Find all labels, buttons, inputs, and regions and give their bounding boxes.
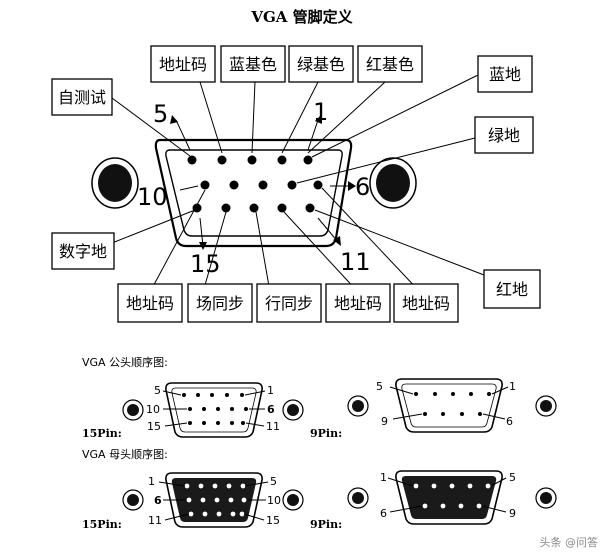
female15-num-15: 15	[266, 514, 280, 527]
svg-text:数字地: 数字地	[59, 242, 107, 261]
big-connector	[91, 138, 417, 248]
male9-num-6: 6	[506, 415, 513, 428]
female15-num-5: 5	[270, 475, 277, 488]
label-box-green-gnd: 绿地	[474, 116, 534, 154]
svg-text:蓝基色: 蓝基色	[229, 55, 277, 74]
diagram-title: VGA 管脚定义	[250, 8, 352, 26]
label-box-self-test: 自测试	[51, 78, 113, 116]
male-15pin-label: 15Pin:	[82, 427, 122, 440]
left-screw-icon	[91, 157, 139, 209]
label-box-addr4: 地址码	[393, 283, 459, 323]
svg-text:绿基色: 绿基色	[297, 55, 345, 74]
svg-text:地址码: 地址码	[402, 294, 450, 313]
female15-num-6: 6	[154, 494, 162, 507]
pin-number-1: 1	[313, 98, 328, 126]
leader-lines	[111, 74, 485, 293]
female-15pin-label: 15Pin:	[82, 518, 122, 531]
label-box-field-sync: 场同步	[187, 283, 253, 323]
female15-num-1: 1	[148, 475, 155, 488]
label-box-red-gnd: 红地	[483, 269, 541, 309]
pin-number-15: 15	[190, 250, 221, 278]
male15-num-10: 10	[146, 403, 160, 416]
pin-row-3	[192, 203, 315, 213]
svg-text:地址码: 地址码	[126, 294, 174, 313]
female9-num-6: 6	[380, 507, 387, 520]
male-15pin-connector	[122, 382, 304, 438]
female9-num-5: 5	[509, 471, 516, 484]
female-9pin-connector	[347, 470, 557, 525]
female15-num-10: 10	[267, 494, 281, 507]
male15-num-6: 6	[267, 403, 275, 416]
svg-text:场同步: 场同步	[196, 294, 244, 313]
male-9pin-connector	[347, 378, 557, 433]
svg-text:行同步: 行同步	[265, 294, 313, 313]
pin-row-2	[200, 180, 323, 190]
label-box-blue-base: 蓝基色	[220, 45, 286, 83]
svg-text:蓝地: 蓝地	[489, 65, 521, 84]
label-box-addr3: 地址码	[325, 283, 391, 323]
label-box-addr1: 地址码	[150, 45, 216, 83]
female15-num-11: 11	[148, 514, 162, 527]
female-15pin-connector	[122, 472, 304, 528]
label-box-line-sync: 行同步	[256, 283, 322, 323]
connector-shell	[154, 138, 353, 248]
label-box-addr2: 地址码	[117, 283, 183, 323]
watermark: 头条 @问答	[539, 536, 599, 549]
pin-number-6: 6	[355, 173, 370, 201]
label-box-digital-gnd: 数字地	[51, 232, 115, 270]
female-9pin-label: 9Pin:	[310, 518, 342, 531]
pin-number-5: 5	[153, 100, 168, 128]
male-9pin-label: 9Pin:	[310, 427, 342, 440]
pin-row-1	[187, 155, 313, 165]
male15-num-11: 11	[266, 420, 280, 433]
female9-num-1: 1	[380, 471, 387, 484]
male9-num-5: 5	[376, 380, 383, 393]
svg-text:红地: 红地	[496, 280, 528, 299]
label-box-green-base: 绿基色	[288, 45, 354, 83]
female-heading: VGA 母头顺序图:	[82, 447, 168, 461]
pin-number-11: 11	[340, 248, 371, 276]
male15-num-5: 5	[154, 384, 161, 397]
male9-num-1: 1	[509, 380, 516, 393]
female9-num-9: 9	[509, 507, 516, 520]
svg-text:绿地: 绿地	[488, 126, 520, 145]
svg-text:自测试: 自测试	[58, 88, 106, 107]
label-box-blue-gnd: 蓝地	[477, 55, 533, 93]
svg-text:地址码: 地址码	[159, 55, 207, 74]
svg-text:地址码: 地址码	[334, 294, 382, 313]
male15-num-15: 15	[147, 420, 161, 433]
label-box-red-base: 红基色	[357, 45, 423, 83]
pin-number-10: 10	[137, 183, 168, 211]
male15-num-1: 1	[267, 384, 274, 397]
right-screw-icon	[369, 157, 417, 209]
svg-text:红基色: 红基色	[366, 55, 414, 74]
male-heading: VGA 公头顺序图:	[82, 355, 168, 369]
male9-num-9: 9	[381, 415, 388, 428]
